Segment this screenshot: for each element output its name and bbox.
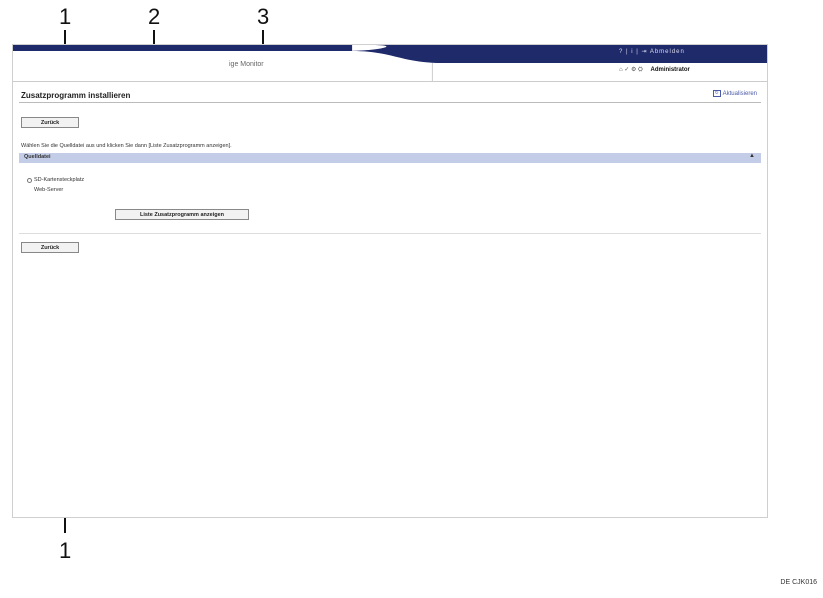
list-addon-button[interactable]: Liste Zusatzprogramm anzeigen — [115, 209, 249, 220]
callout-1-top: 1 — [59, 4, 72, 29]
radio-web-label: Web-Server — [34, 187, 64, 193]
collapse-arrow-icon[interactable]: ▲ — [749, 153, 755, 159]
figure-code: DE CJK016 — [780, 579, 817, 586]
header-bar: ige Monitor ? | i | ⇥ Abmelden ⌂ ✓ ⚙ ⛭ A… — [13, 45, 767, 83]
radio-sd-label: SD-Kartensteckplatz — [34, 177, 85, 183]
refresh-icon: ↻ — [712, 90, 721, 97]
app-window: ige Monitor ? | i | ⇥ Abmelden ⌂ ✓ ⚙ ⛭ A… — [12, 44, 768, 518]
header-tools[interactable]: ? | i | ⇥ Abmelden — [619, 49, 685, 55]
title-divider — [19, 102, 761, 103]
app-title: ige Monitor — [229, 61, 264, 68]
header-user-row: ⌂ ✓ ⚙ ⛭ Administrator — [619, 66, 690, 74]
callout-3: 3 — [257, 4, 270, 29]
source-section-header: Quelldatei ▲ — [19, 153, 761, 163]
radio-sd-card[interactable]: SD-Kartensteckplatz — [27, 177, 84, 183]
callout-1-bottom: 1 — [59, 538, 72, 563]
radio-web-server[interactable]: Web-Server — [27, 187, 63, 193]
header-swoosh — [13, 45, 767, 82]
back-button-bottom[interactable]: Zurück — [21, 242, 79, 253]
instruction-text: Wählen Sie die Quelldatei aus und klicke… — [21, 143, 232, 149]
page-title: Zusatzprogramm installieren — [21, 91, 131, 100]
header-user-icons[interactable]: ⌂ ✓ ⚙ ⛭ — [619, 67, 643, 73]
content-divider — [19, 233, 761, 234]
refresh-link[interactable]: ↻ Aktualisieren — [712, 90, 757, 97]
radio-button-icon[interactable] — [27, 177, 32, 183]
section-label: Quelldatei — [24, 154, 51, 160]
user-name: Administrator — [650, 67, 690, 73]
callout-2: 2 — [148, 4, 161, 29]
refresh-label: Aktualisieren — [722, 90, 757, 97]
back-button-top[interactable]: Zurück — [21, 117, 79, 128]
